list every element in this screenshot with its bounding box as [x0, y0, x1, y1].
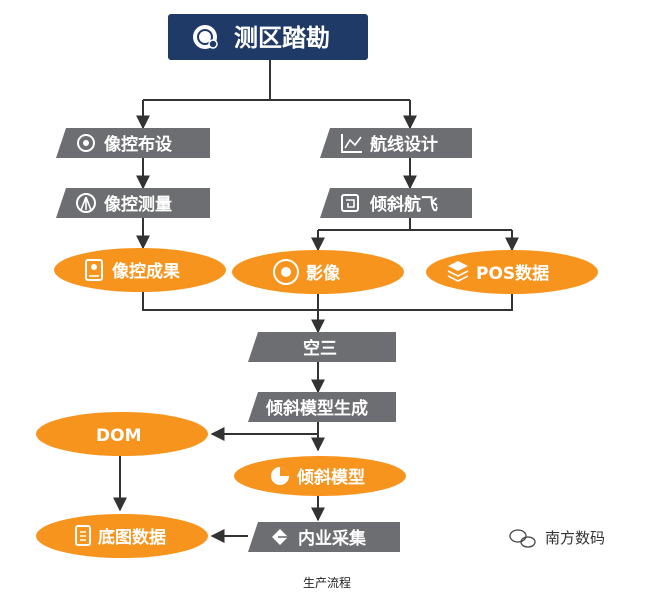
node-survey-label: 测区踏勘 — [234, 24, 330, 52]
node-interior-label: 内业采集 — [298, 528, 367, 549]
node-basemap-label: 底图数据 — [98, 527, 166, 548]
node-control-setup: 像控布设 — [56, 128, 210, 158]
node-aerial-label: 空三 — [303, 338, 337, 359]
watermark-label: 南方数码 — [545, 529, 605, 547]
node-image-label: 影像 — [306, 264, 341, 284]
connectors — [113, 60, 519, 543]
node-control-result-label: 像控成果 — [112, 261, 180, 282]
node-route-label: 航线设计 — [370, 134, 438, 155]
node-control-measure-label: 像控测量 — [104, 194, 172, 215]
node-pos-label: POS数据 — [476, 263, 549, 284]
node-dom-label: DOM — [96, 426, 141, 446]
clipboard-icon — [75, 525, 91, 546]
pie-icon — [271, 467, 289, 485]
node-image: 影像 — [232, 250, 404, 294]
node-oblique-model: 倾斜模型 — [234, 456, 406, 496]
wechat-icon — [509, 529, 536, 548]
sun-icon — [273, 259, 299, 285]
figure-caption: 生产流程 — [302, 576, 351, 590]
edge-flight-split — [318, 218, 512, 231]
node-interior: 内业采集 — [248, 522, 400, 552]
document-icon — [85, 259, 103, 281]
node-route: 航线设计 — [320, 128, 472, 158]
node-model-gen-label: 倾斜模型生成 — [265, 398, 368, 419]
node-control-setup-label: 像控布设 — [104, 134, 172, 155]
node-pos: POS数据 — [426, 250, 598, 294]
layers-icon — [447, 261, 469, 282]
node-dom: DOM — [36, 412, 208, 456]
watermark: 南方数码 — [509, 529, 605, 548]
node-control-result: 像控成果 — [54, 248, 226, 292]
node-oblique-model-label: 倾斜模型 — [296, 467, 365, 488]
cursor-icon — [272, 529, 290, 545]
node-control-measure: 像控测量 — [56, 188, 210, 218]
globe-icon — [193, 25, 218, 49]
surveyor-icon — [76, 193, 96, 213]
node-flight: 倾斜航飞 — [320, 188, 472, 218]
target-icon — [77, 134, 95, 152]
node-model-gen: 倾斜模型生成 — [248, 392, 396, 422]
node-basemap: 底图数据 — [36, 514, 208, 558]
edge-top-split — [143, 60, 410, 101]
chart-icon — [341, 134, 362, 153]
node-survey: 测区踏勘 — [168, 14, 368, 60]
plane-icon — [341, 194, 359, 212]
node-flight-label: 倾斜航飞 — [369, 194, 438, 215]
node-aerial: 空三 — [248, 332, 396, 362]
